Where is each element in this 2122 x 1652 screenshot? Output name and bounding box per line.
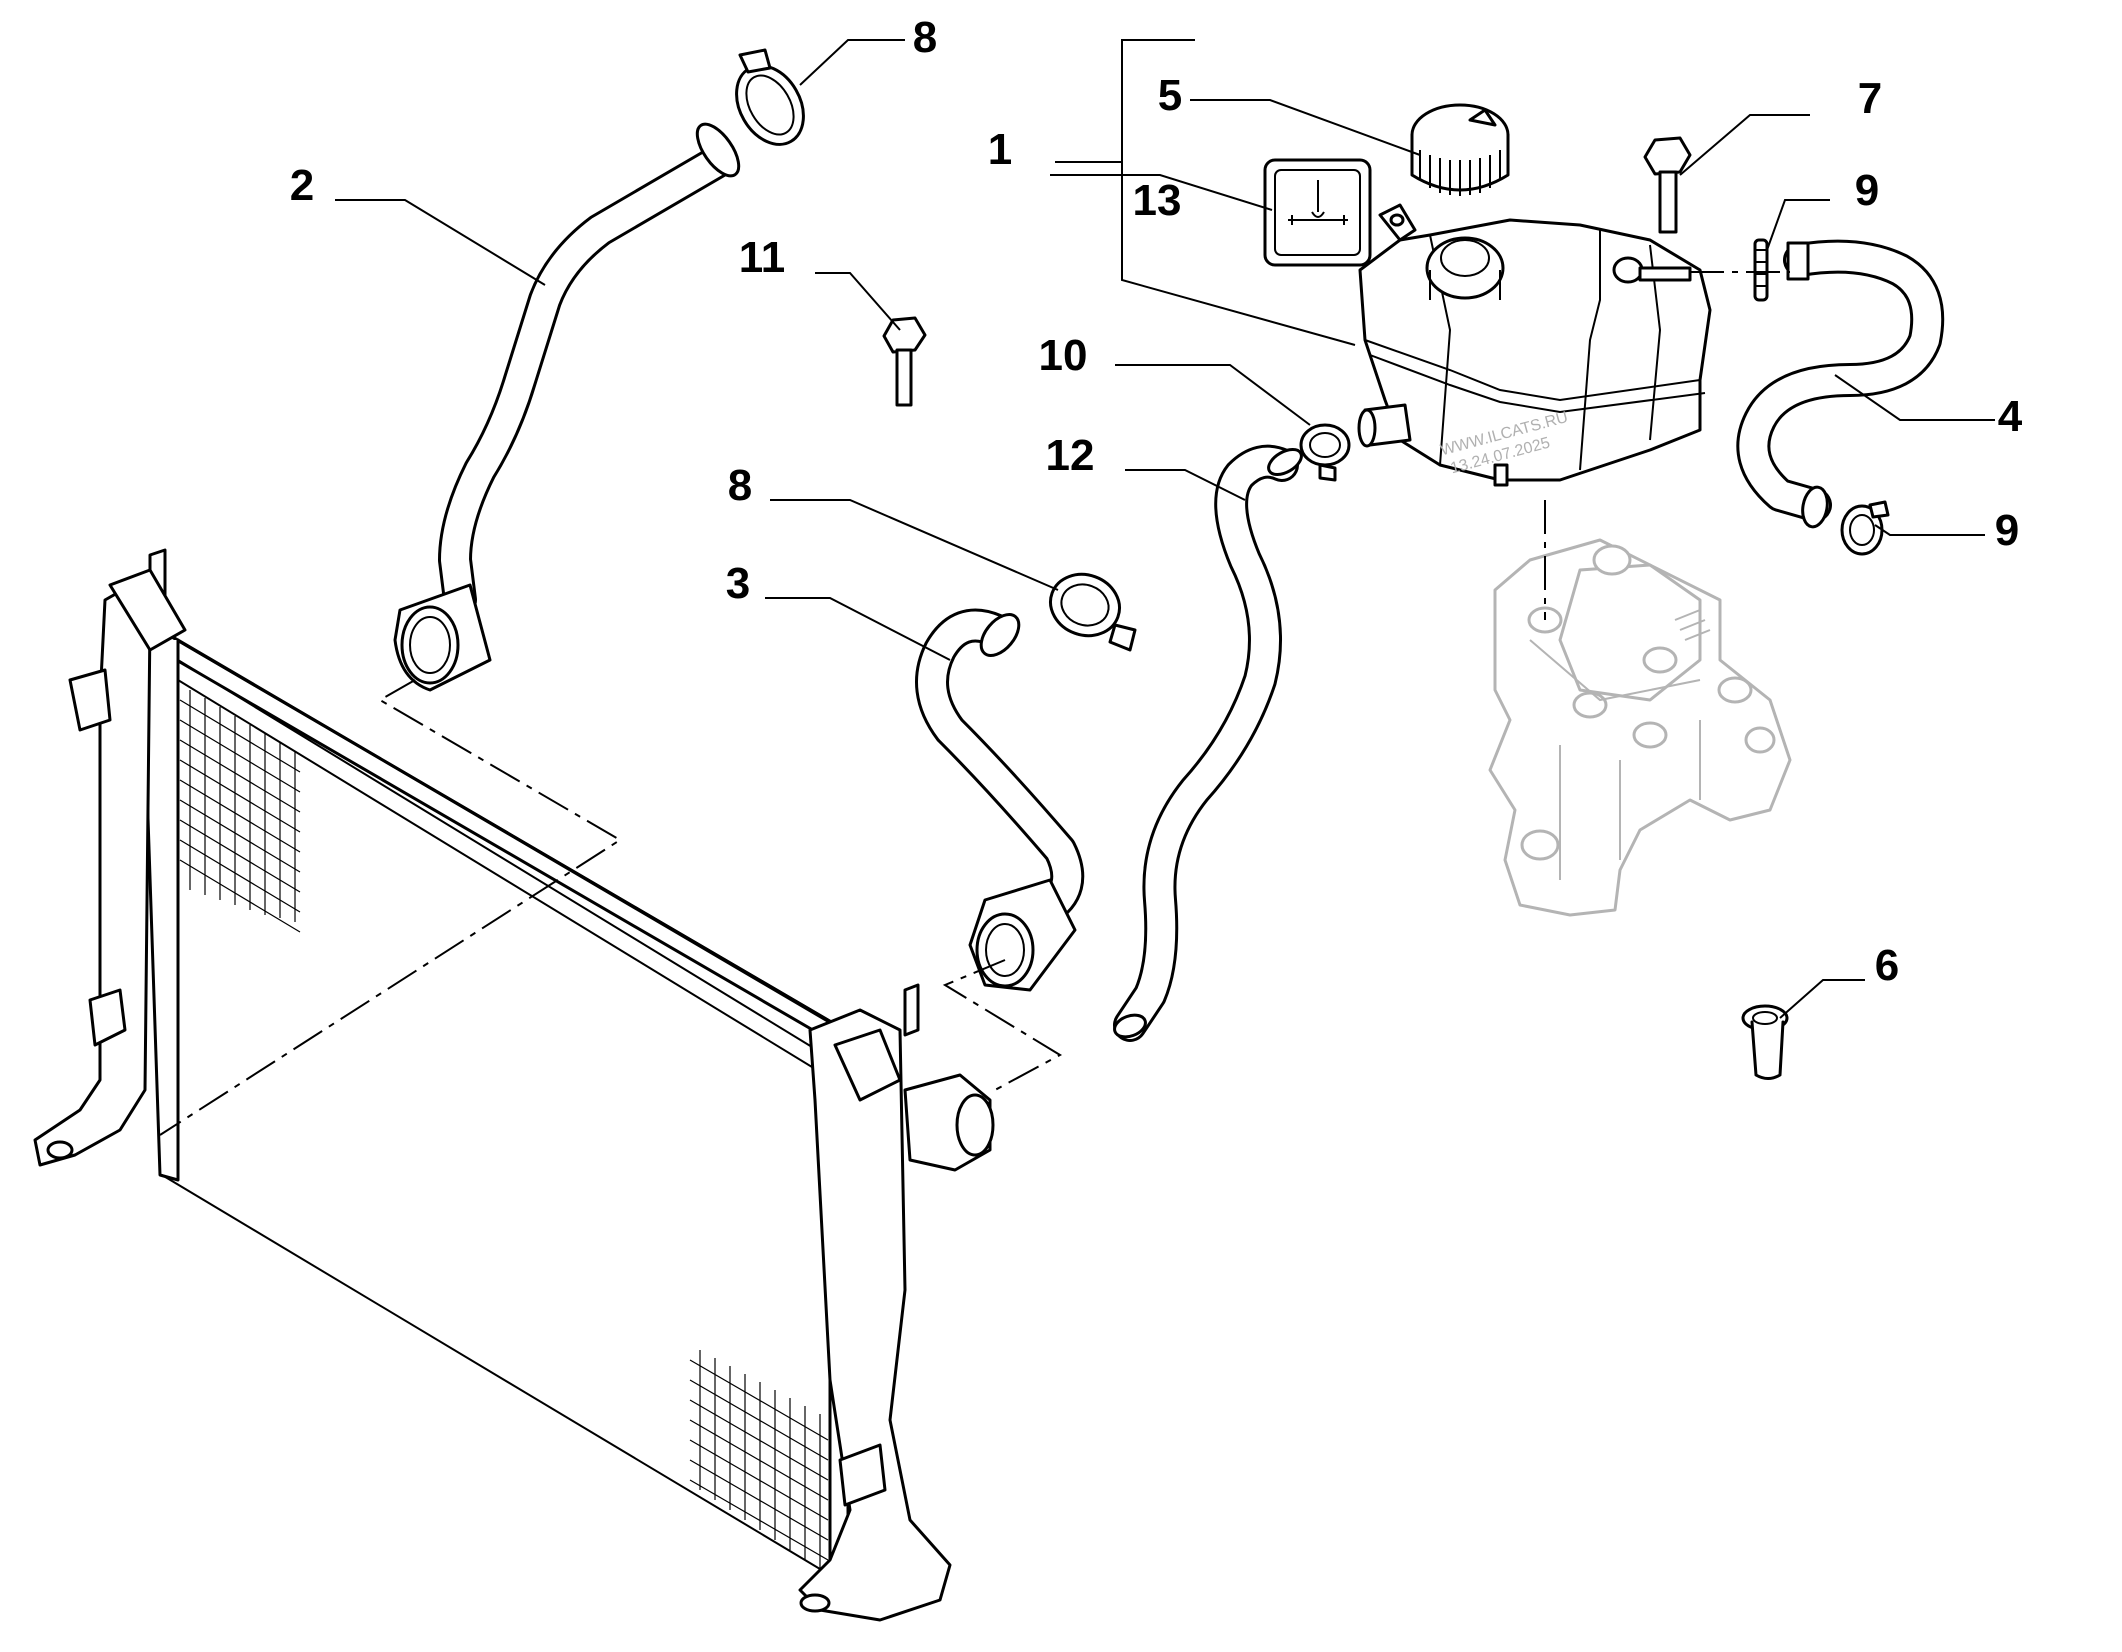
callout-12: 12 bbox=[1046, 431, 1095, 480]
callout-7: 7 bbox=[1858, 74, 1882, 123]
grommet-6 bbox=[1741, 1004, 1789, 1080]
hose-clamp-8-upper bbox=[735, 48, 805, 146]
hose-clamp-8-lower bbox=[1049, 572, 1137, 652]
callout-labels: 1 2 3 4 5 6 7 8 8 9 9 10 11 12 13 bbox=[290, 13, 2023, 990]
expansion-tank bbox=[1357, 203, 1712, 487]
callout-6: 6 bbox=[1875, 941, 1899, 990]
hose-12 bbox=[1113, 444, 1303, 1042]
engine-mount-bracket bbox=[1488, 538, 1792, 917]
warning-label-13 bbox=[1263, 158, 1372, 267]
hose-4 bbox=[1736, 239, 1945, 529]
assembly-lines bbox=[159, 271, 1790, 1136]
callout-13: 13 bbox=[1133, 176, 1182, 225]
bolt-11 bbox=[882, 316, 927, 407]
callout-9-lower: 9 bbox=[1995, 506, 2019, 555]
radiator bbox=[33, 548, 995, 1622]
callout-8-lower: 8 bbox=[728, 461, 752, 510]
expansion-tank-cap bbox=[1410, 103, 1510, 196]
hose-clamp-9-upper bbox=[1753, 238, 1769, 302]
hose-clamp-10 bbox=[1299, 423, 1351, 482]
callout-9-upper: 9 bbox=[1855, 166, 1879, 215]
callout-3: 3 bbox=[726, 559, 750, 608]
hose-lower-radiator bbox=[915, 608, 1085, 992]
callout-11: 11 bbox=[739, 233, 786, 282]
callout-5: 5 bbox=[1158, 71, 1182, 120]
callout-4: 4 bbox=[1998, 392, 2023, 441]
bolt-7 bbox=[1643, 136, 1692, 234]
leader-lines bbox=[335, 39, 1995, 1019]
hose-upper-radiator bbox=[393, 122, 741, 692]
callout-10: 10 bbox=[1039, 331, 1088, 380]
callout-1: 1 bbox=[988, 125, 1012, 174]
callout-2: 2 bbox=[290, 161, 314, 210]
callout-8-upper: 8 bbox=[913, 13, 937, 62]
hose-clamp-9-lower bbox=[1840, 500, 1890, 556]
